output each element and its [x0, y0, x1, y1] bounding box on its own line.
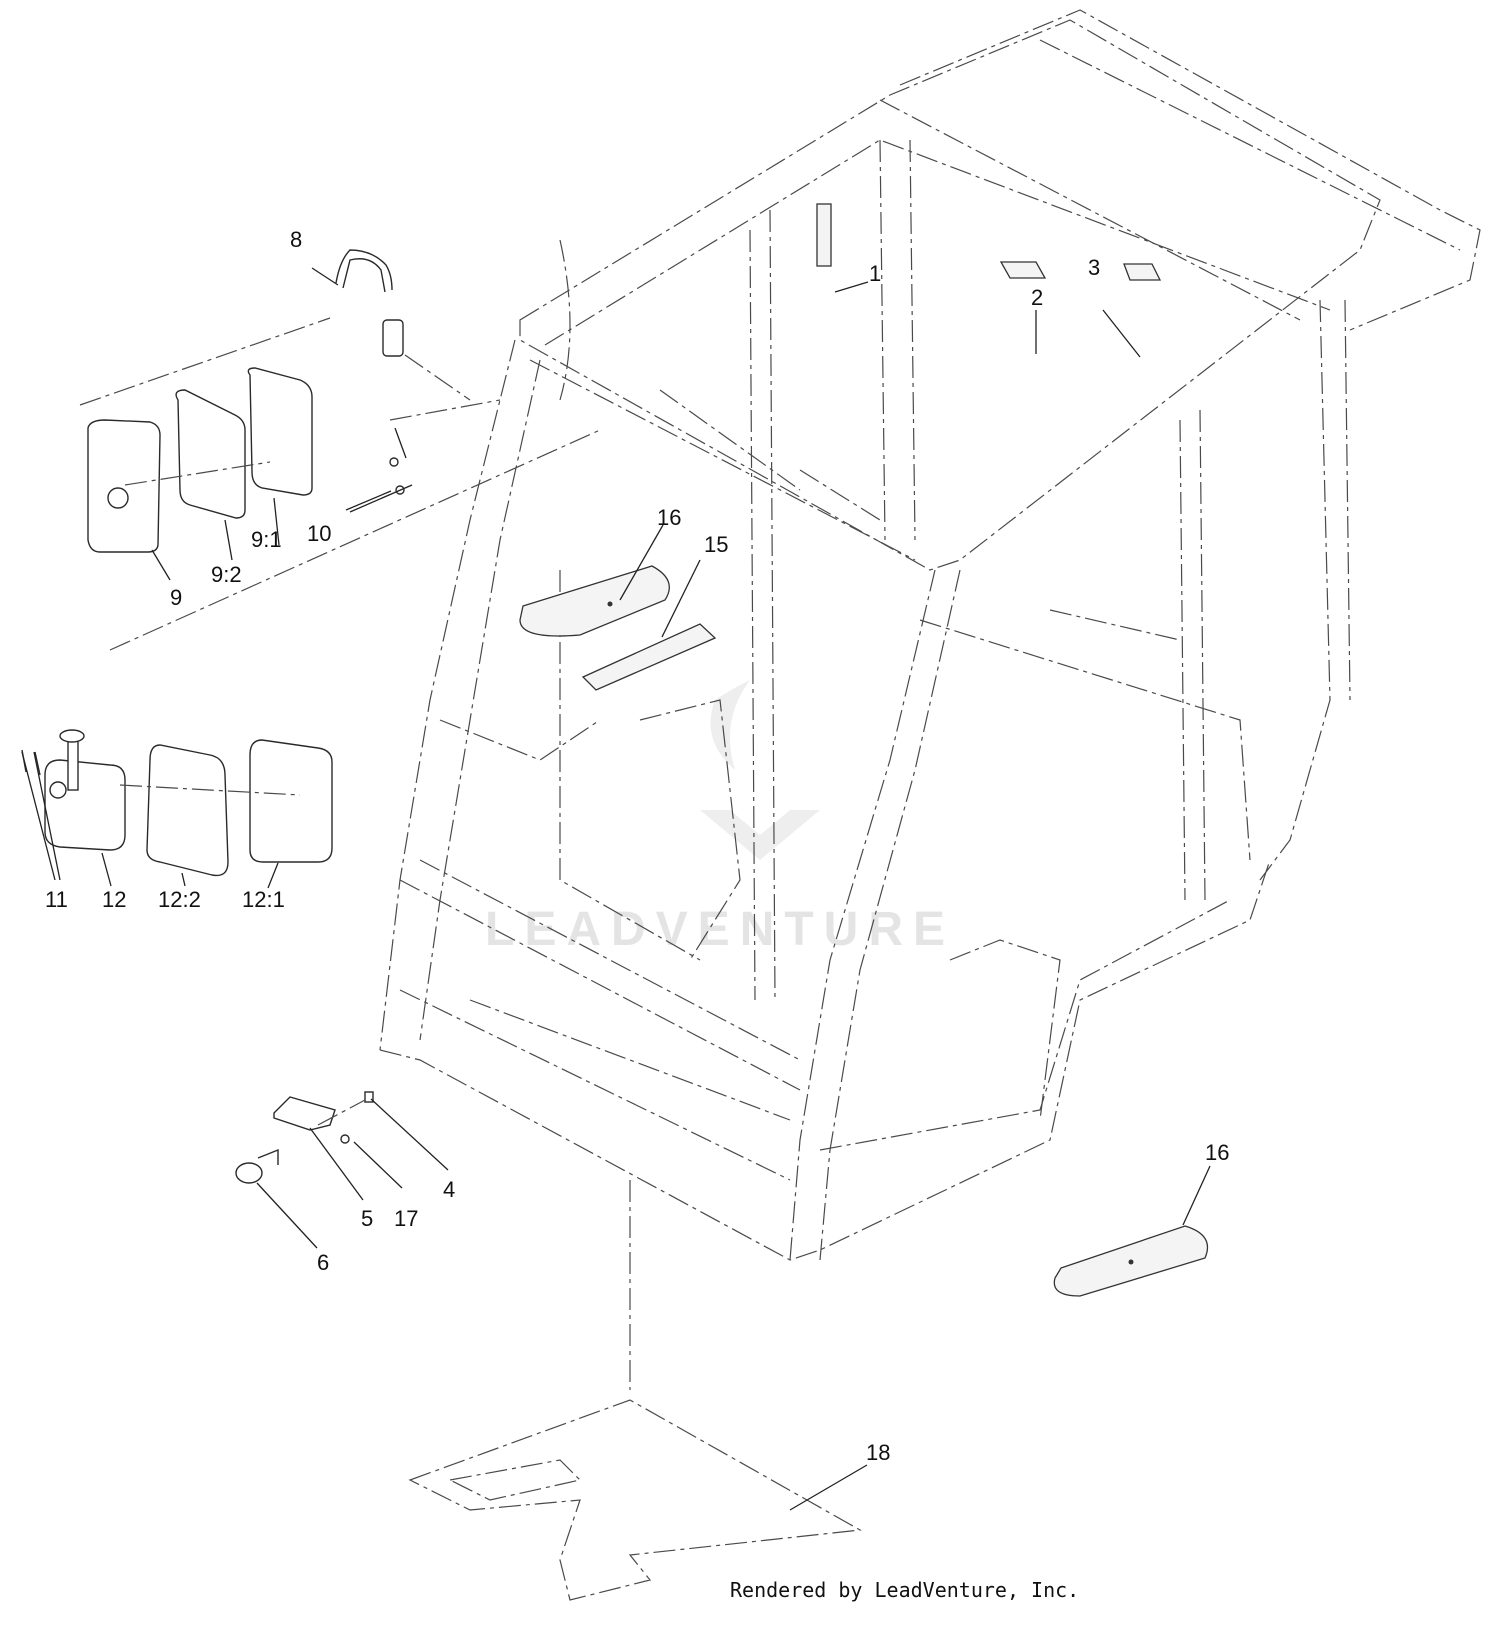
callout-6: 6 — [317, 1250, 329, 1275]
floor-mat — [408, 1180, 862, 1601]
callout-11: 11 — [45, 887, 68, 912]
mirror-pivot — [49, 781, 67, 799]
decal-3 — [1123, 263, 1162, 281]
mounting-bracket — [273, 1096, 336, 1131]
callout-9-1: 9:1 — [251, 527, 282, 552]
mirror-glass — [249, 739, 333, 863]
callout-1: 1 — [869, 261, 881, 286]
decal-15 — [581, 623, 717, 691]
decal-2 — [999, 261, 1047, 279]
work-light-housing — [87, 419, 161, 553]
light-bulb-socket — [107, 487, 129, 509]
mirror-frame — [146, 744, 229, 877]
callout-4: 4 — [443, 1177, 455, 1202]
callout-12: 12 — [102, 887, 126, 912]
mirror-stem — [67, 734, 79, 791]
callout-15: 15 — [704, 532, 728, 557]
callout-12-1: 12:1 — [242, 887, 285, 912]
cab-lower-frame — [379, 570, 1271, 1261]
callout-17: 17 — [394, 1206, 418, 1231]
render-credit: Rendered by LeadVenture, Inc. — [730, 1578, 1080, 1602]
leader-lines — [21, 267, 1211, 1511]
callout-9-2: 9:2 — [211, 562, 242, 587]
callout-16-top: 16 — [657, 505, 681, 530]
harness-connector — [382, 319, 404, 357]
lower-hardware-group — [235, 1091, 374, 1184]
mirror-group — [21, 729, 333, 877]
decal-1 — [816, 203, 832, 267]
screw-17 — [340, 1134, 350, 1144]
callout-5: 5 — [361, 1206, 373, 1231]
mirror-mount — [59, 729, 85, 743]
callout-9: 9 — [170, 585, 182, 610]
callout-16-right: 16 — [1205, 1140, 1229, 1165]
work-light-group — [79, 249, 601, 651]
callout-18: 18 — [866, 1440, 890, 1465]
watermark-logo: LEADVENTURE — [485, 680, 955, 956]
work-light-lens — [247, 367, 313, 496]
callout-10: 10 — [307, 521, 331, 546]
work-light-gasket — [175, 389, 246, 519]
callout-8: 8 — [290, 227, 302, 252]
decal-16-upper — [519, 565, 670, 637]
cab-roof-frame — [519, 9, 1481, 571]
mirror-housing — [44, 759, 126, 851]
hex-nut-upper — [389, 457, 399, 467]
callout-12-2: 12:2 — [158, 887, 201, 912]
nut-4 — [364, 1091, 374, 1103]
callout-labels: 1 2 3 4 5 6 8 9 9:1 9:2 10 11 12 12:1 12… — [45, 227, 1229, 1465]
watermark-text: LEADVENTURE — [485, 903, 955, 956]
callout-3: 3 — [1088, 255, 1100, 280]
frame-decals — [519, 203, 1209, 1297]
switch-assembly — [235, 1162, 263, 1184]
callout-2: 2 — [1031, 285, 1043, 310]
cab-posts — [379, 139, 1351, 1261]
